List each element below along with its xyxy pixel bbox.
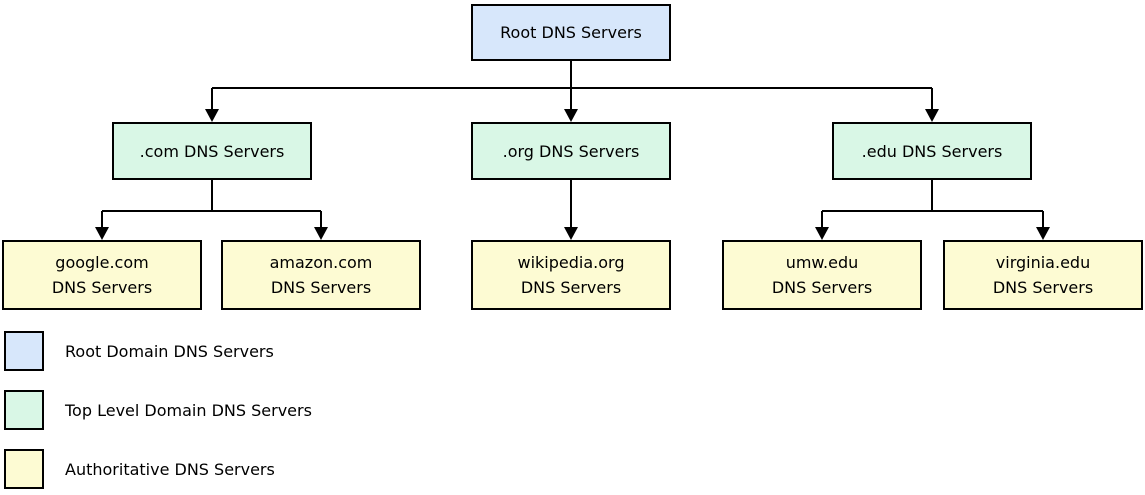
node-edu-dns-servers: .edu DNS Servers: [832, 122, 1032, 180]
connector-org-to-auth: [564, 180, 578, 240]
legend-swatch-root: [4, 331, 44, 371]
arrowhead-icon: [205, 109, 219, 122]
connector-edu-to-auth: [815, 180, 1050, 240]
legend-swatch-authoritative: [4, 449, 44, 489]
node-root-dns-servers: Root DNS Servers: [471, 4, 671, 61]
legend-item-authoritative: Authoritative DNS Servers: [4, 449, 312, 489]
legend-swatch-tld: [4, 390, 44, 430]
node-umw-dns-servers: umw.edu DNS Servers: [722, 240, 922, 310]
connector-com-to-auth: [95, 180, 328, 240]
arrowhead-icon: [95, 227, 109, 240]
arrowhead-icon: [1036, 227, 1050, 240]
arrowhead-icon: [925, 109, 939, 122]
arrowhead-icon: [564, 109, 578, 122]
node-virginia-dns-servers: virginia.edu DNS Servers: [943, 240, 1143, 310]
legend-item-root: Root Domain DNS Servers: [4, 331, 312, 371]
arrowhead-icon: [314, 227, 328, 240]
legend-label-tld: Top Level Domain DNS Servers: [65, 400, 312, 420]
legend: Root Domain DNS Servers Top Level Domain…: [4, 331, 312, 495]
legend-label-root: Root Domain DNS Servers: [65, 341, 274, 361]
node-com-dns-servers: .com DNS Servers: [112, 122, 312, 180]
node-org-dns-servers: .org DNS Servers: [471, 122, 671, 180]
connector-root-to-tld: [205, 61, 939, 122]
node-google-dns-servers: google.com DNS Servers: [2, 240, 202, 310]
arrowhead-icon: [564, 227, 578, 240]
legend-label-authoritative: Authoritative DNS Servers: [65, 459, 275, 479]
arrowhead-icon: [815, 227, 829, 240]
node-amazon-dns-servers: amazon.com DNS Servers: [221, 240, 421, 310]
legend-item-tld: Top Level Domain DNS Servers: [4, 390, 312, 430]
node-wikipedia-dns-servers: wikipedia.org DNS Servers: [471, 240, 671, 310]
